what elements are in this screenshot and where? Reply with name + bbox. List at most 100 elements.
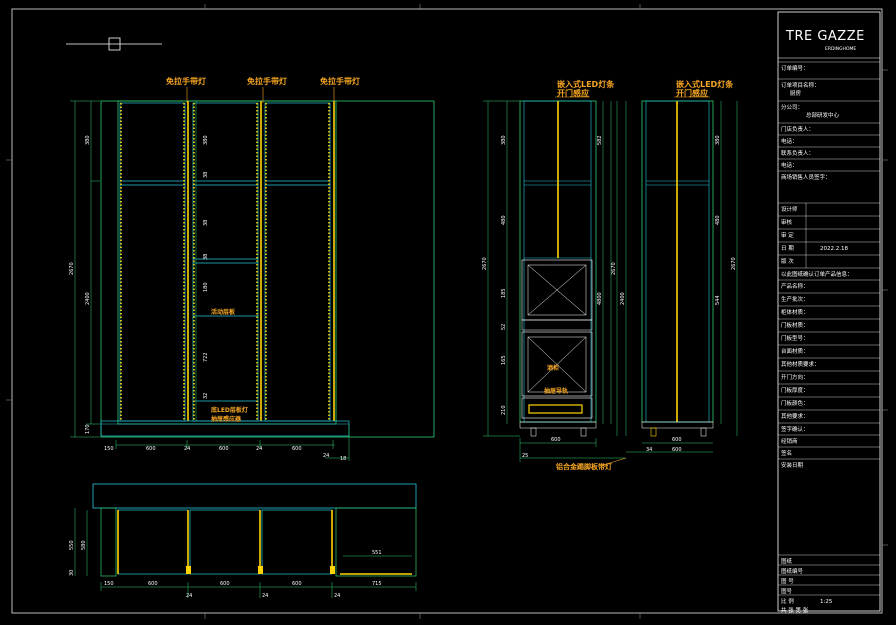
- dim-front-h-2: 24: [184, 446, 190, 452]
- label-bottom-note-1: 底LED层板灯: [211, 406, 248, 414]
- tb-mat-6-label: 其他材质要求：: [781, 360, 820, 368]
- dim-front-h-3: 600: [219, 446, 229, 452]
- tb-sig-0-label: 经销商: [781, 437, 798, 445]
- label-bottom-note-2: 抽屉感应器: [211, 415, 242, 423]
- tb-sig-1-label: 签名: [781, 449, 792, 457]
- tb-scale-value: 1:25: [820, 599, 833, 605]
- tb-location-label: 分公司：: [781, 103, 803, 111]
- tb-approver-label: 审 定: [781, 231, 794, 239]
- tb-sig-2-label: 安装日期: [781, 461, 804, 469]
- tb-top-0-label: 门店负责人：: [781, 125, 814, 133]
- title-block: [777, 11, 881, 612]
- dim-side-c-2: 480: [715, 215, 721, 225]
- dim-front-inner-2: 380: [203, 135, 209, 145]
- dim-front-h-6: 24: [323, 453, 329, 459]
- tb-mat-8-label: 门板厚度：: [781, 386, 809, 394]
- tb-date-value: 2022.2.18: [820, 246, 848, 252]
- dim-plan-5: 600: [292, 581, 302, 587]
- tb-bottom-2-label: 图 号: [781, 577, 794, 585]
- dim-front-h-7: 18: [340, 456, 346, 462]
- dim-side-b-0: 582: [597, 135, 603, 145]
- dim-front-plinth: 170: [85, 424, 91, 434]
- tb-mat-1-label: 生产批次：: [781, 295, 809, 303]
- tb-top-4-label: 商场销售人员签字：: [781, 173, 831, 181]
- label-led-in-2b: 开门感应: [676, 88, 708, 98]
- label-drawer-note: 抽屉导轨: [544, 387, 568, 395]
- dim-side-b-1: 4800: [597, 292, 603, 305]
- label-led-in-1b: 开门感应: [557, 88, 589, 98]
- drawing-border: [11, 8, 883, 614]
- brand-logo: TRE GAZZE: [785, 29, 865, 44]
- dim-front-total: 2670: [69, 262, 75, 275]
- dim-front-2400: 2400: [85, 292, 91, 305]
- label-led-c: 免拉手带灯: [320, 76, 360, 86]
- dim-front-inner-5: 38: [203, 254, 209, 260]
- dim-side-c-3: 2670: [731, 257, 737, 270]
- dim-side-a-6: 165: [501, 355, 507, 365]
- dim-side-a-7: 210: [501, 405, 507, 415]
- dim-side-b-2: 2670: [611, 262, 617, 275]
- tb-project-no-label: 订单编号：: [781, 64, 809, 72]
- tb-signature-label: 签字确认：: [781, 425, 809, 433]
- tb-sheet: 共 张 第 张: [781, 606, 809, 614]
- tb-project-name-value: 厨房: [790, 89, 802, 97]
- tb-location-value: 总部研发中心: [806, 111, 840, 119]
- label-led-in-1: 嵌入式LED灯条: [557, 79, 615, 89]
- dim-side-w-a2: 25: [522, 453, 528, 459]
- dim-side-w-b2: 34: [646, 447, 652, 453]
- label-led-b: 免拉手带灯: [247, 76, 287, 86]
- tb-bottom-0-label: 图纸: [781, 557, 793, 565]
- tb-bottom-1-label: 图纸编号: [781, 567, 804, 575]
- dim-plan-1: 600: [148, 581, 158, 587]
- side-elevation-b: [610, 100, 738, 453]
- tb-scale-label: 比 例: [781, 597, 794, 605]
- dim-plan-7: 715: [372, 581, 382, 587]
- dim-front-inner-0: 380: [85, 135, 91, 145]
- tb-mat-10-label: 其他要求：: [781, 412, 809, 420]
- dim-plan-11: 30: [69, 570, 75, 576]
- brand-sub: ERDINGHOME: [825, 46, 856, 52]
- plan-view: [74, 483, 417, 598]
- tb-mat-9-label: 门板颜色：: [781, 399, 809, 407]
- dim-side-a-total: 2670: [482, 257, 488, 270]
- dim-side-c-5: 544: [715, 295, 721, 305]
- dim-plan-8: 551: [372, 550, 382, 556]
- tb-project-name-label: 订单项目名称：: [781, 81, 820, 89]
- dim-front-inner-3: 38: [203, 172, 209, 178]
- dim-front-inner-7: 722: [203, 352, 209, 362]
- dim-side-c-0: 2400: [620, 292, 626, 305]
- tb-mat-5-label: 台面材质：: [781, 347, 809, 355]
- tb-version-label: 版 次: [781, 257, 794, 265]
- dim-front-inner-6: 180: [203, 282, 209, 292]
- dim-side-w-b3: 600: [672, 447, 682, 453]
- tb-bottom-3-label: 图号: [781, 587, 793, 595]
- dim-front-h-4: 24: [256, 446, 262, 452]
- frame-ticks: [6, 4, 888, 619]
- tb-mat-7-label: 开门方向：: [781, 373, 809, 381]
- tb-mat-3-label: 门板材质：: [781, 321, 809, 329]
- dim-plan-4: 24: [262, 593, 268, 599]
- dim-plan-9: 580: [81, 540, 87, 550]
- dim-front-inner-4: 38: [203, 220, 209, 226]
- dim-side-a-2: 480: [501, 215, 507, 225]
- dim-front-h-5: 600: [292, 446, 302, 452]
- tb-checker-label: 审核: [781, 218, 793, 226]
- tb-mat-4-label: 门板型号：: [781, 334, 809, 342]
- tb-mat-0-label: 产品名称：: [781, 282, 809, 290]
- dim-side-w-a: 600: [551, 437, 561, 443]
- tb-date-label: 日 期: [781, 245, 794, 252]
- dim-front-h-0: 150: [104, 446, 114, 452]
- dim-side-a-4: 185: [501, 288, 507, 298]
- side-elevation-a: [483, 100, 626, 462]
- label-led-in-2: 嵌入式LED灯条: [676, 79, 734, 89]
- dim-side-w-b: 600: [672, 437, 682, 443]
- tb-mat-2-label: 柜体材质：: [781, 308, 809, 316]
- tb-top-3-label: 电话：: [781, 161, 798, 169]
- tb-designer-label: 设计师: [781, 205, 798, 213]
- section-symbol: [66, 37, 162, 51]
- front-elevation: [70, 100, 435, 461]
- label-bottom-led: 铝合金踢脚板带灯: [556, 462, 612, 471]
- dim-side-a-1: 380: [501, 135, 507, 145]
- dim-plan-0: 150: [104, 581, 114, 587]
